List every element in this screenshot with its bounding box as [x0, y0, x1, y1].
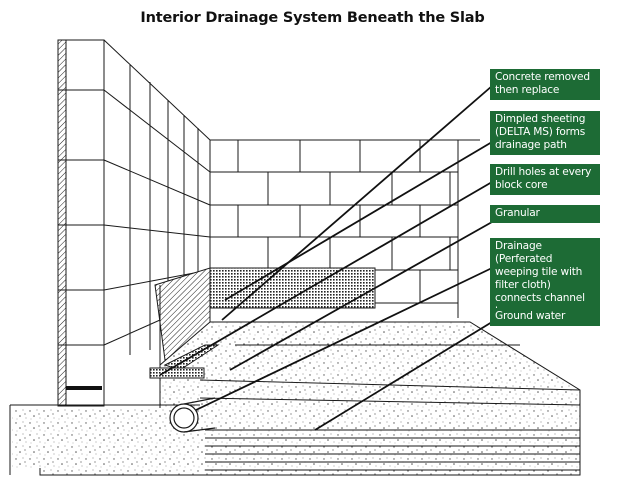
- side-wall: [57, 39, 211, 407]
- callout-drainage: Drainage (Perferated weeping tile with f…: [490, 238, 600, 321]
- leader-sheeting: [224, 141, 493, 301]
- callout-granular: Granular: [490, 205, 600, 223]
- callout-ground-water: Ground water: [490, 308, 600, 326]
- leader-ground: [314, 321, 493, 431]
- callout-concrete-removed: Concrete removed then replace: [490, 69, 600, 100]
- diagram-title: Interior Drainage System Beneath the Sla…: [140, 10, 485, 26]
- leader-lines: [159, 85, 493, 431]
- leader-drainage: [195, 267, 493, 411]
- leader-concrete: [221, 85, 493, 321]
- leader-granular: [229, 221, 493, 371]
- callout-dimpled-sheeting: Dimpled sheeting (DELTA MS) forms draina…: [490, 111, 600, 155]
- weeping-tile-pipe: [169, 397, 216, 433]
- callout-drill-holes: Drill holes at every block core: [490, 164, 600, 195]
- leader-drill: [159, 181, 493, 376]
